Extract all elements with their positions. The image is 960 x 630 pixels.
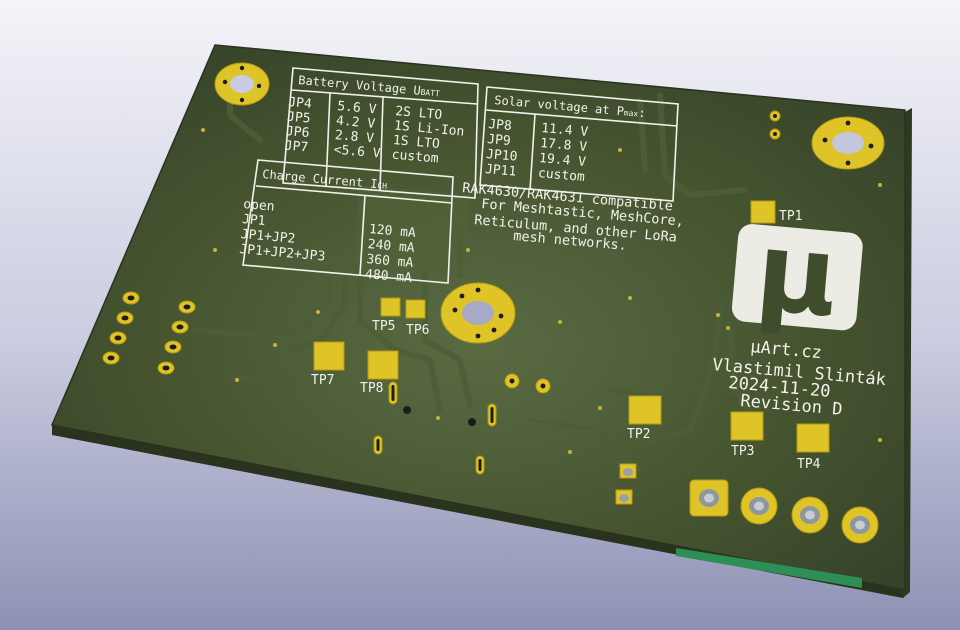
charge-row-current: 480 mA bbox=[364, 267, 412, 286]
vias bbox=[201, 128, 882, 454]
charge-table-title-sub: CH bbox=[377, 181, 388, 191]
solar-row-jp: JP8 bbox=[488, 117, 513, 134]
battery-row-type: 2S LTO bbox=[395, 104, 443, 123]
svg-text:TP7: TP7 bbox=[311, 373, 334, 388]
battery-voltage-rows: JP4 5.6 V 2S LTO JP5 4.2 V 1S Li-Ion JP6 2.8 V 1… bbox=[284, 95, 465, 167]
charge-row-current: 360 mA bbox=[366, 252, 414, 271]
battery-row-jp: JP4 bbox=[288, 95, 313, 112]
test-point-tp5: TP5 bbox=[372, 297, 401, 334]
connector-strip bbox=[676, 548, 862, 588]
test-point-tp3: TP3 bbox=[730, 411, 764, 459]
battery-row-type: 1S LTO bbox=[392, 133, 440, 152]
usb-slot-holes bbox=[373, 381, 497, 475]
left-header-pads bbox=[102, 291, 196, 375]
test-point-tp6: TP6 bbox=[405, 299, 429, 338]
ground-pour bbox=[355, 185, 470, 275]
solar-row-jp: JP11 bbox=[484, 162, 517, 180]
test-point-tp2: TP2 bbox=[627, 395, 662, 442]
svg-text:TP1: TP1 bbox=[779, 209, 802, 224]
battery-row-jp: JP6 bbox=[285, 124, 310, 141]
svg-text:TP3: TP3 bbox=[731, 444, 754, 459]
smd-components bbox=[615, 463, 637, 505]
solar-row-jp: JP9 bbox=[487, 132, 512, 149]
charge-row-setting: JP1+JP2+JP3 bbox=[239, 242, 326, 264]
charge-row-setting: JP1 bbox=[241, 212, 266, 229]
test-point-tp4: TP4 bbox=[796, 423, 830, 472]
solar-row-jp: JP10 bbox=[485, 147, 518, 165]
solar-row-voltage: 17.8 V bbox=[540, 136, 588, 155]
svg-text:TP4: TP4 bbox=[797, 457, 821, 472]
mounting-hole-top-right bbox=[811, 116, 885, 170]
logo-glyph: μ bbox=[751, 207, 843, 342]
solar-table-title-sub: max bbox=[623, 108, 638, 118]
test-point-tp7: TP7 bbox=[311, 341, 345, 388]
solar-voltage-rows: JP8 11.4 V JP9 17.8 V JP10 19.4 V JP11 custom bbox=[484, 117, 589, 185]
svg-text:TP2: TP2 bbox=[627, 427, 650, 442]
battery-row-voltage: 4.2 V bbox=[335, 114, 375, 132]
svg-text:TP5: TP5 bbox=[372, 319, 395, 334]
battery-row-voltage: 2.8 V bbox=[334, 128, 374, 146]
battery-row-jp: JP5 bbox=[286, 110, 311, 127]
charge-row-current: 240 mA bbox=[367, 237, 415, 256]
terminal-block-pads bbox=[689, 479, 879, 544]
battery-row-voltage: 5.6 V bbox=[337, 99, 377, 117]
mounting-hole-center bbox=[440, 282, 516, 344]
muart-logo: μ bbox=[731, 207, 863, 342]
mounting-hole-top-left bbox=[214, 62, 270, 106]
charge-row-current: 120 mA bbox=[368, 222, 416, 241]
charge-row-setting: open bbox=[243, 197, 276, 215]
test-point-tp1: TP1 bbox=[750, 200, 802, 224]
battery-row-jp: JP7 bbox=[284, 139, 309, 156]
small-round-pads bbox=[504, 110, 781, 394]
battery-row-voltage: <5.6 V bbox=[333, 143, 381, 162]
test-point-tp8: TP8 bbox=[360, 350, 399, 396]
battery-row-type: 1S Li-Ion bbox=[393, 119, 464, 140]
charge-row-setting: JP1+JP2 bbox=[240, 227, 296, 247]
solar-row-voltage: custom bbox=[537, 166, 585, 185]
solar-row-voltage: 11.4 V bbox=[541, 121, 589, 140]
svg-text:TP6: TP6 bbox=[406, 323, 429, 338]
battery-table-title-sub: BATT bbox=[420, 88, 440, 99]
battery-row-type: custom bbox=[391, 148, 439, 167]
solar-row-voltage: 19.4 V bbox=[538, 151, 586, 170]
svg-text:TP8: TP8 bbox=[360, 381, 383, 396]
solar-table-title-end: : bbox=[638, 106, 646, 121]
